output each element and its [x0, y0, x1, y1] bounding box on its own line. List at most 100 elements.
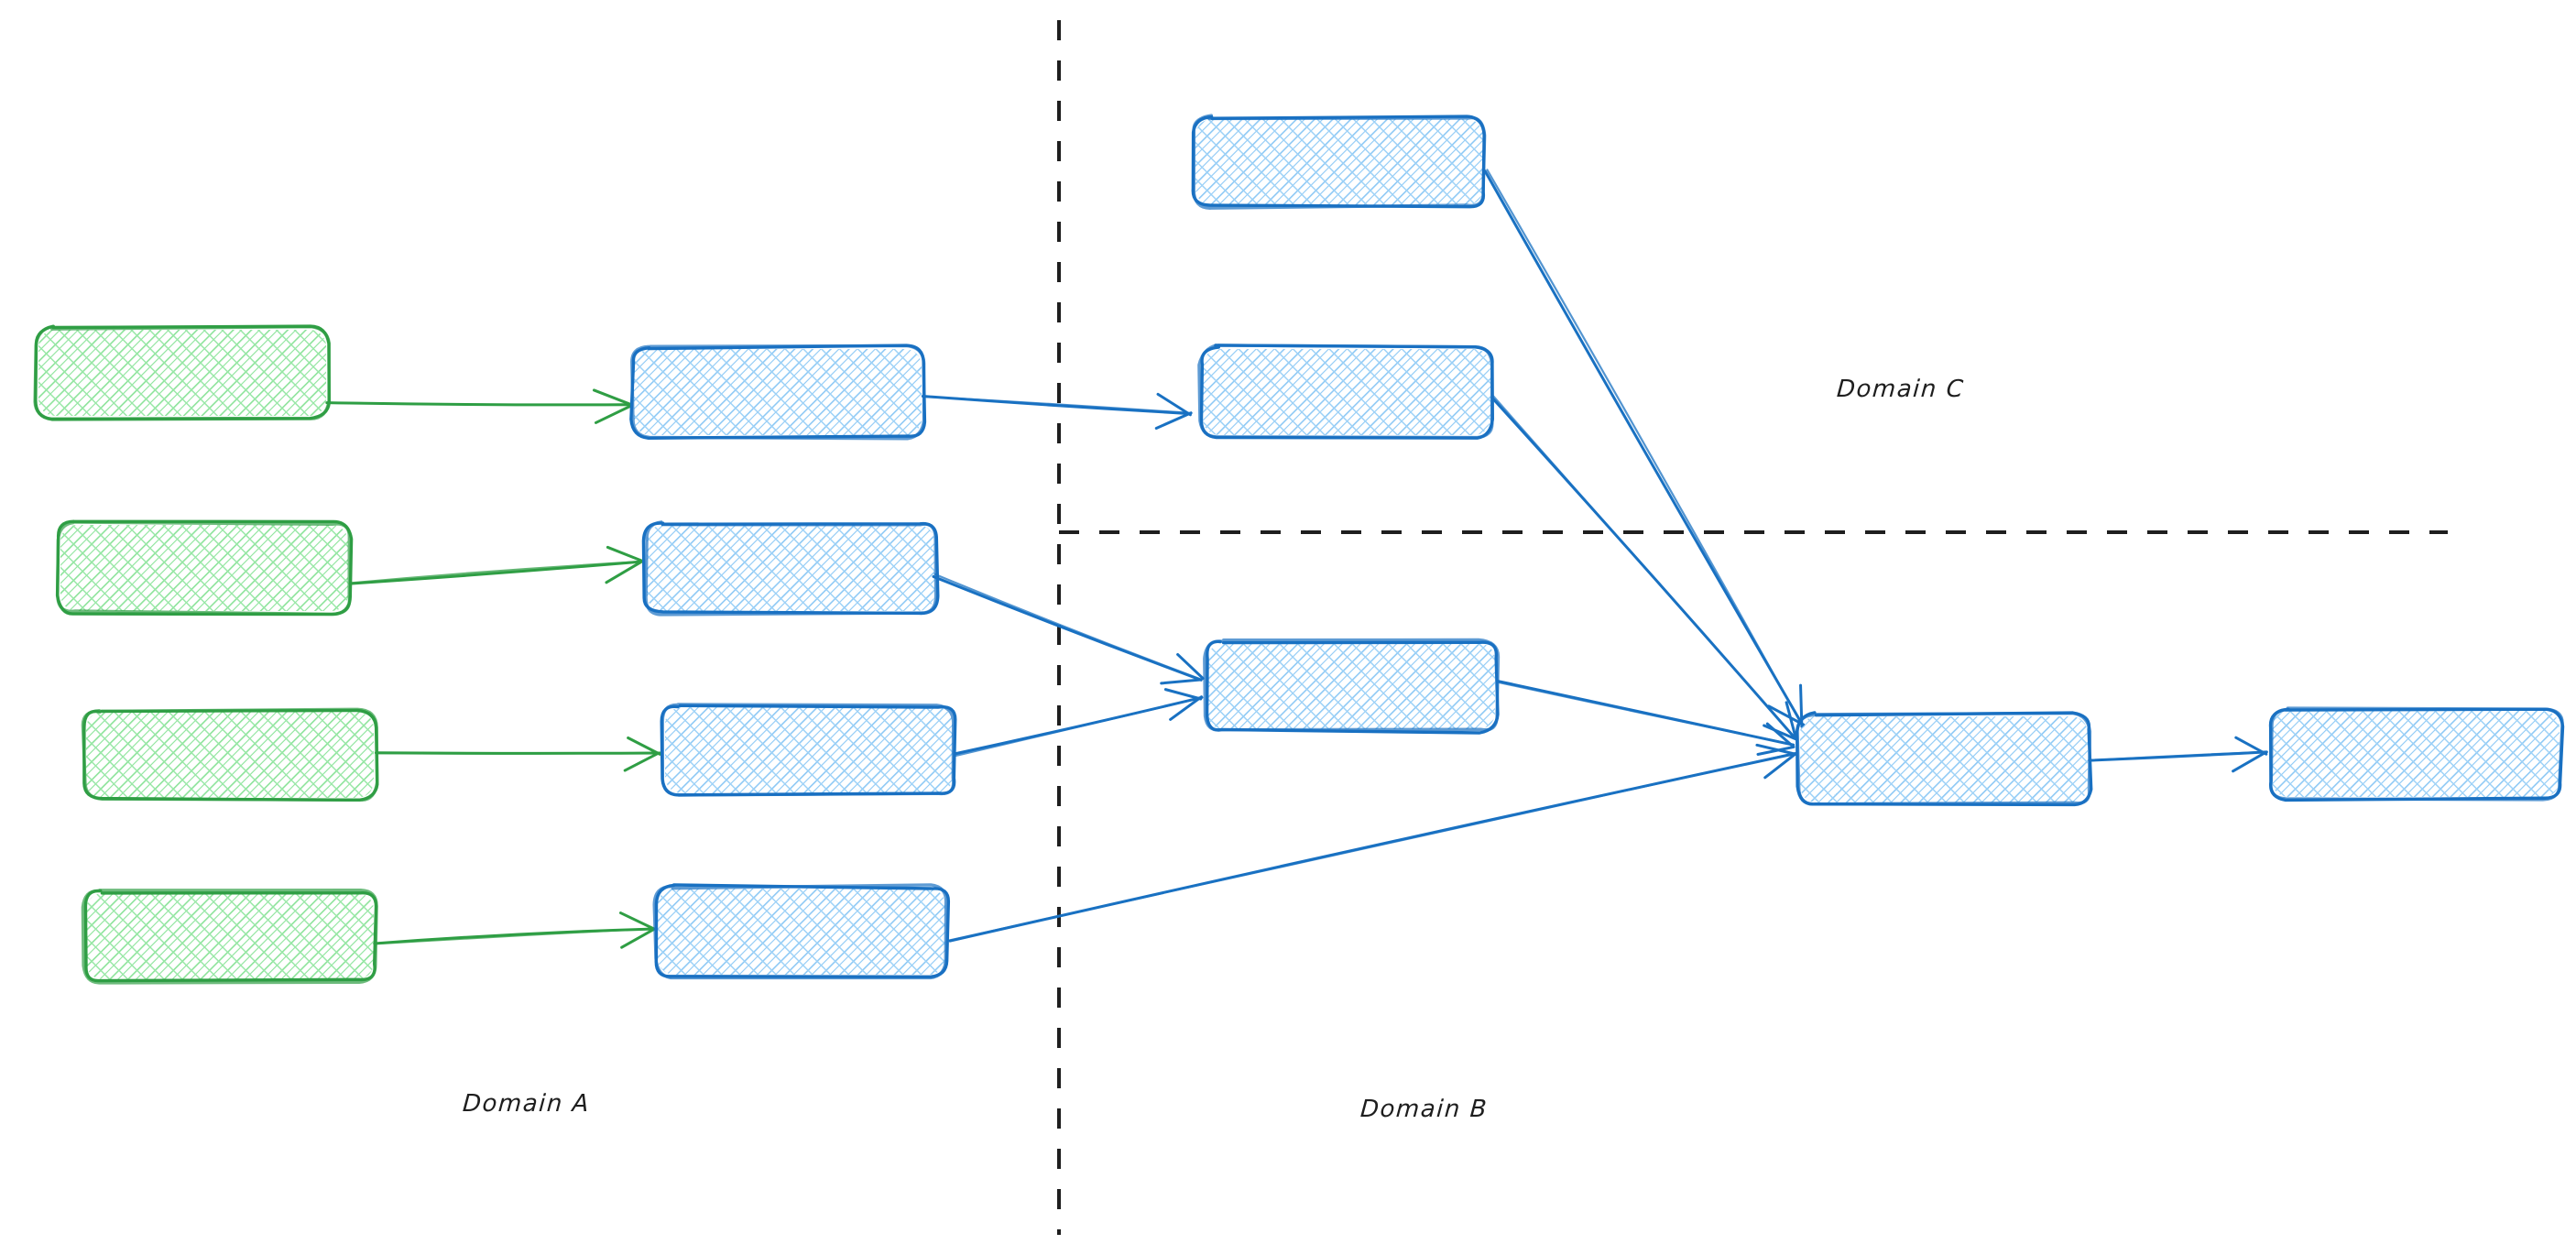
arrowhead-stroke: [1154, 411, 1193, 430]
node-fill-hatch-b: [647, 525, 934, 611]
edge-line: [1497, 681, 1796, 746]
arrowhead: [618, 911, 656, 949]
node-outline: [81, 707, 379, 802]
node-box-b2[interactable]: [641, 520, 940, 617]
node-fill-hatch-b: [658, 889, 945, 975]
node-fill-hatch-b: [2272, 711, 2560, 797]
edge-e1: [325, 388, 633, 424]
domain-a-label: Domain A: [461, 1090, 592, 1118]
edge-line: [1486, 169, 1804, 726]
edge-line: [953, 696, 1204, 758]
node-outline: [81, 889, 378, 985]
arrowhead-stroke: [1765, 722, 1795, 748]
domain-b-label: Domain B: [1359, 1096, 1490, 1123]
edge-e4: [373, 911, 657, 949]
node-fill-hatch-b: [86, 893, 374, 979]
edge-e7: [953, 688, 1204, 758]
edge-e9: [1483, 169, 1806, 728]
nodes-layer: [33, 114, 2565, 985]
edge-line: [327, 401, 633, 406]
arrowhead-stroke: [1763, 752, 1798, 780]
node-box-d1[interactable]: [1796, 711, 2093, 807]
edge-e5: [921, 392, 1193, 430]
arrowhead-stroke: [618, 911, 656, 931]
arrowhead-stroke: [594, 404, 632, 424]
node-fill-hatch-b: [1207, 643, 1495, 729]
node-box-a4[interactable]: [81, 889, 378, 985]
node-box-c1[interactable]: [1191, 114, 1487, 210]
arrowhead-stroke: [1163, 688, 1203, 701]
arrowhead: [1160, 652, 1205, 685]
arrowhead: [1756, 722, 1796, 756]
arrowhead-stroke: [605, 561, 643, 584]
node-fill-hatch-b: [86, 712, 374, 798]
node-outline: [630, 344, 926, 441]
arrowhead: [1154, 392, 1193, 430]
node-outline: [1192, 114, 1487, 210]
edge-line: [933, 573, 1203, 681]
edge-e12: [2088, 736, 2268, 773]
node-box-b3[interactable]: [660, 703, 957, 797]
node-outline: [1796, 711, 2092, 806]
node-fill-hatch-b: [634, 349, 922, 435]
edge-e11: [1495, 679, 1796, 756]
arrowhead-stroke: [1767, 704, 1806, 726]
node-fill-hatch-b: [1195, 119, 1483, 205]
arrowhead-stroke: [620, 927, 656, 949]
edge-e6: [932, 573, 1205, 685]
node-fill-hatch-b: [665, 707, 953, 793]
edge-e3: [374, 737, 662, 772]
node-box-b4[interactable]: [652, 883, 951, 980]
arrowhead-stroke: [2232, 750, 2267, 773]
arrowhead-stroke: [627, 737, 661, 756]
arrowhead-stroke: [2234, 736, 2268, 756]
arrowhead: [1763, 701, 1797, 741]
edge-e8: [947, 743, 1798, 943]
arrowhead: [2232, 736, 2268, 773]
arrowhead-stroke: [606, 545, 643, 562]
arrowhead-stroke: [1756, 745, 1796, 756]
edge-line: [373, 927, 655, 945]
arrowhead: [623, 737, 661, 772]
arrowhead-stroke: [623, 751, 660, 772]
arrowhead-stroke: [1160, 678, 1203, 685]
edge-line: [349, 561, 642, 584]
node-fill-hatch-b: [60, 525, 348, 611]
edge-e2: [348, 545, 643, 585]
node-outline: [33, 324, 331, 421]
edges-layer: [325, 169, 2268, 949]
arrowhead-stroke: [1176, 652, 1205, 681]
node-box-a1[interactable]: [33, 324, 332, 421]
arrowhead-stroke: [592, 388, 631, 406]
domain-c-label: Domain C: [1835, 376, 1966, 403]
node-fill-hatch-b: [38, 330, 326, 416]
edge-line: [922, 395, 1193, 415]
edge-e10: [1490, 395, 1797, 741]
node-outline: [644, 520, 938, 617]
node-outline: [2269, 706, 2564, 802]
edge-line: [1492, 395, 1797, 740]
arrowhead-stroke: [1156, 392, 1192, 417]
node-box-d2[interactable]: [2268, 706, 2565, 802]
arrowhead: [592, 388, 632, 424]
node-outline: [652, 883, 948, 980]
arrowhead: [605, 545, 643, 584]
node-box-c3[interactable]: [1203, 638, 1501, 735]
node-outline: [56, 520, 352, 617]
arrowhead-stroke: [1169, 695, 1203, 721]
node-box-b1[interactable]: [629, 344, 927, 441]
node-box-a3[interactable]: [81, 707, 379, 802]
node-box-a2[interactable]: [55, 519, 354, 617]
edge-line: [947, 751, 1797, 942]
arrowhead-stroke: [1763, 724, 1797, 741]
node-box-c2[interactable]: [1197, 344, 1494, 440]
edge-line: [2089, 750, 2266, 762]
edge-line: [375, 751, 660, 755]
node-outline: [1197, 344, 1494, 440]
node-fill-hatch-b: [1800, 716, 2088, 802]
arrowhead: [1163, 688, 1203, 721]
node-outline: [660, 703, 955, 797]
node-fill-hatch-b: [1203, 349, 1490, 435]
node-outline: [1203, 638, 1501, 732]
